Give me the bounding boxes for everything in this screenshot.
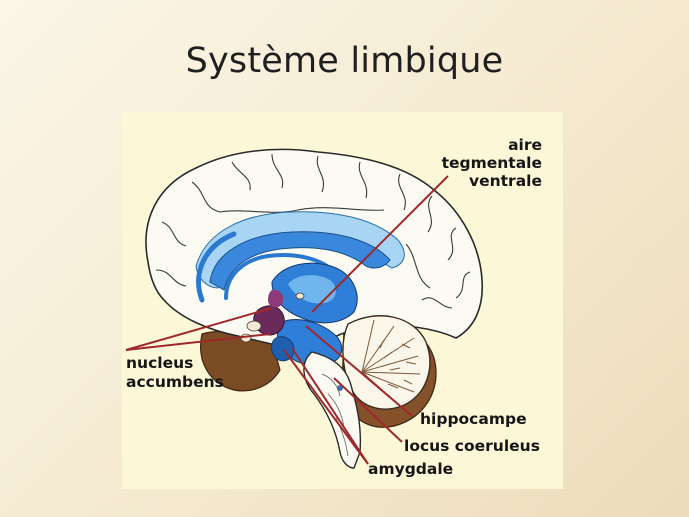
label-accumbens: accumbens: [126, 373, 224, 391]
brain-sagittal-illustration: aire tegmentale ventrale nucleus accumbe…: [122, 112, 563, 489]
limbic-system-diagram: aire tegmentale ventrale nucleus accumbe…: [122, 112, 563, 489]
accumbens-region: [254, 306, 284, 335]
label-aire: aire: [508, 136, 542, 154]
label-locus-coeruleus: locus coeruleus: [404, 437, 540, 455]
label-ventrale: ventrale: [469, 172, 542, 190]
label-amygdale: amygdale: [368, 460, 453, 478]
label-hippocampe: hippocampe: [420, 410, 527, 428]
label-nucleus: nucleus: [126, 354, 193, 372]
slide-title: Système limbique: [0, 41, 689, 81]
amygdala-blob: [272, 337, 295, 361]
label-tegmentale: tegmentale: [442, 154, 542, 172]
